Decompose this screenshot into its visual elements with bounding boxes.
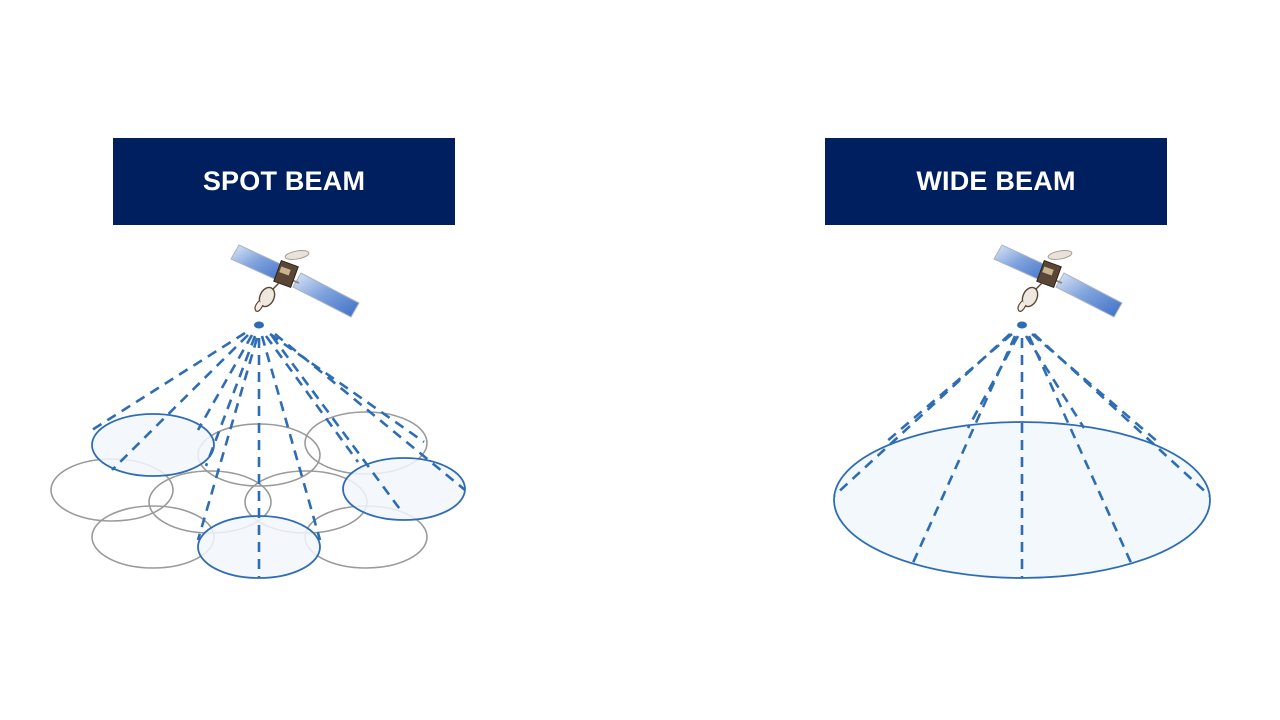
spot-beam-title-box: SPOT BEAM — [113, 138, 455, 225]
spot-beam-ray — [204, 335, 257, 467]
wide-beam-title: WIDE BEAM — [916, 166, 1076, 196]
spot-beam-ray — [260, 335, 322, 541]
spot-beam-diagram — [50, 244, 466, 579]
wide-beam-ray — [1024, 335, 1086, 429]
wide-beam-ray — [1031, 333, 1159, 443]
wide-beam-title-box: WIDE BEAM — [825, 138, 1167, 225]
wide-beam-ray — [966, 335, 1020, 429]
spot-beam-title: SPOT BEAM — [202, 166, 366, 196]
satellite-icon — [230, 244, 360, 330]
spot-beam-ray — [269, 332, 425, 444]
spot-beam-ray — [274, 332, 466, 492]
spot-cell-outline — [91, 505, 215, 569]
spot-beam-ray — [111, 334, 249, 471]
satellite-icon — [993, 244, 1123, 330]
wide-beam-ray — [885, 333, 1013, 443]
spot-beam-ray — [91, 331, 246, 432]
wide-beam-diagram — [833, 244, 1211, 579]
spot-beam-ray — [264, 335, 360, 463]
spot-beam-ray — [196, 334, 254, 431]
wide-beam-ray — [1033, 333, 1211, 497]
spot-beam-ray — [270, 335, 404, 513]
spot-beam-ray — [196, 337, 259, 541]
spot-beam-cell — [342, 457, 466, 521]
spot-beam-cell — [91, 413, 215, 477]
wide-beam-ray — [1027, 335, 1134, 566]
